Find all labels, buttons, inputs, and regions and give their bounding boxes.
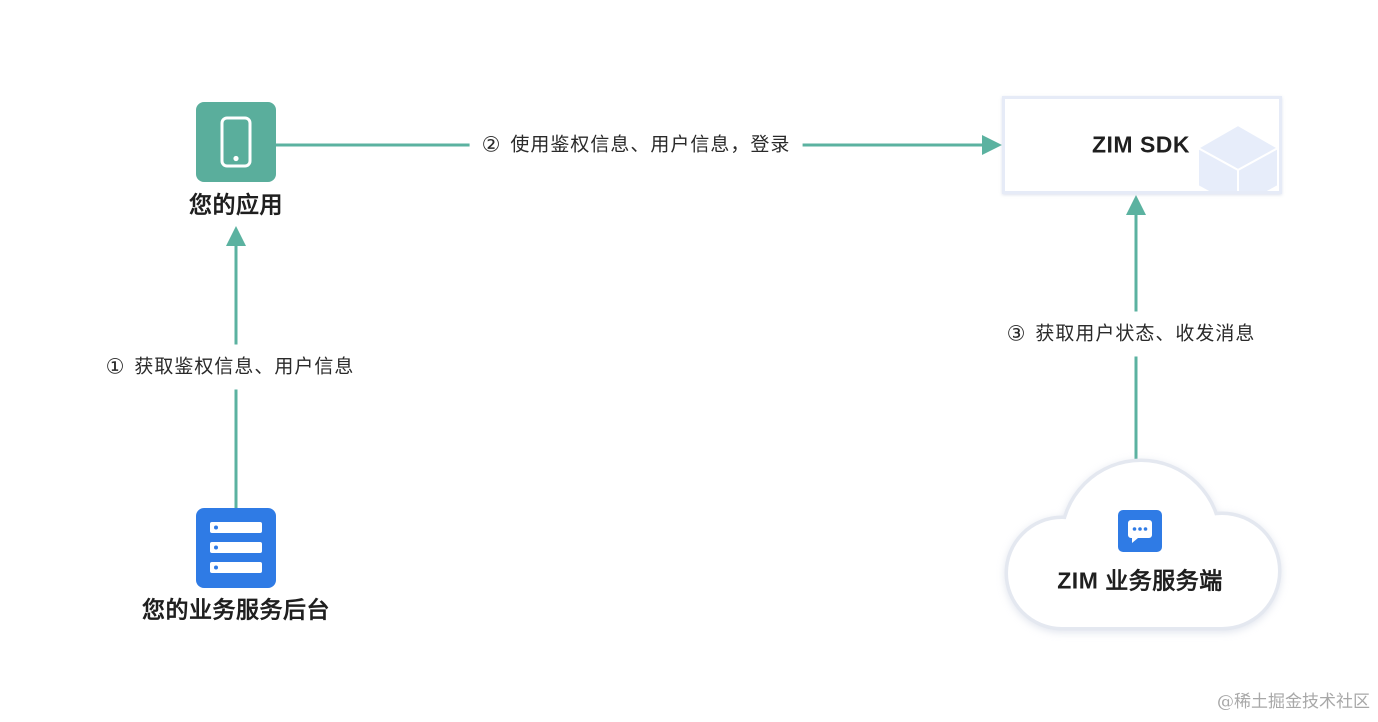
arrow-zimserver-to-sdk-head xyxy=(1126,195,1146,215)
arrow-app-to-sdk-head xyxy=(982,135,1002,155)
edge-text-1: 获取鉴权信息、用户信息 xyxy=(134,356,355,378)
edge-label-step-1: ① 获取鉴权信息、用户信息 xyxy=(101,344,359,390)
edge-label-step-3: ③ 获取用户状态、收发消息 xyxy=(1002,311,1260,357)
step-number-3: ③ xyxy=(1006,321,1026,346)
zim-server-label: ZIM 业务服务端 xyxy=(1057,567,1223,594)
arrow-backend-to-app-head xyxy=(226,226,246,246)
app-label: 您的应用 xyxy=(189,191,283,218)
backend-icon-tile xyxy=(196,508,276,588)
zim-server-icon-tile xyxy=(1118,510,1162,552)
step-number-1: ① xyxy=(105,354,125,379)
edge-label-step-2: ② 使用鉴权信息、用户信息，登录 xyxy=(469,128,803,162)
step-number-2: ② xyxy=(481,132,501,157)
edge-text-3: 获取用户状态、收发消息 xyxy=(1035,323,1256,345)
edge-text-2: 使用鉴权信息、用户信息，登录 xyxy=(510,134,791,156)
watermark: @稀土掘金技术社区 xyxy=(1217,692,1370,712)
chat-icon xyxy=(1128,520,1152,543)
backend-label: 您的业务服务后台 xyxy=(142,596,330,623)
phone-icon xyxy=(220,116,252,168)
sdk-box xyxy=(1002,96,1282,194)
app-icon-tile xyxy=(196,102,276,182)
cube-icon xyxy=(1195,123,1279,191)
server-icon xyxy=(210,522,262,573)
sdk-label: ZIM SDK xyxy=(1091,131,1191,158)
